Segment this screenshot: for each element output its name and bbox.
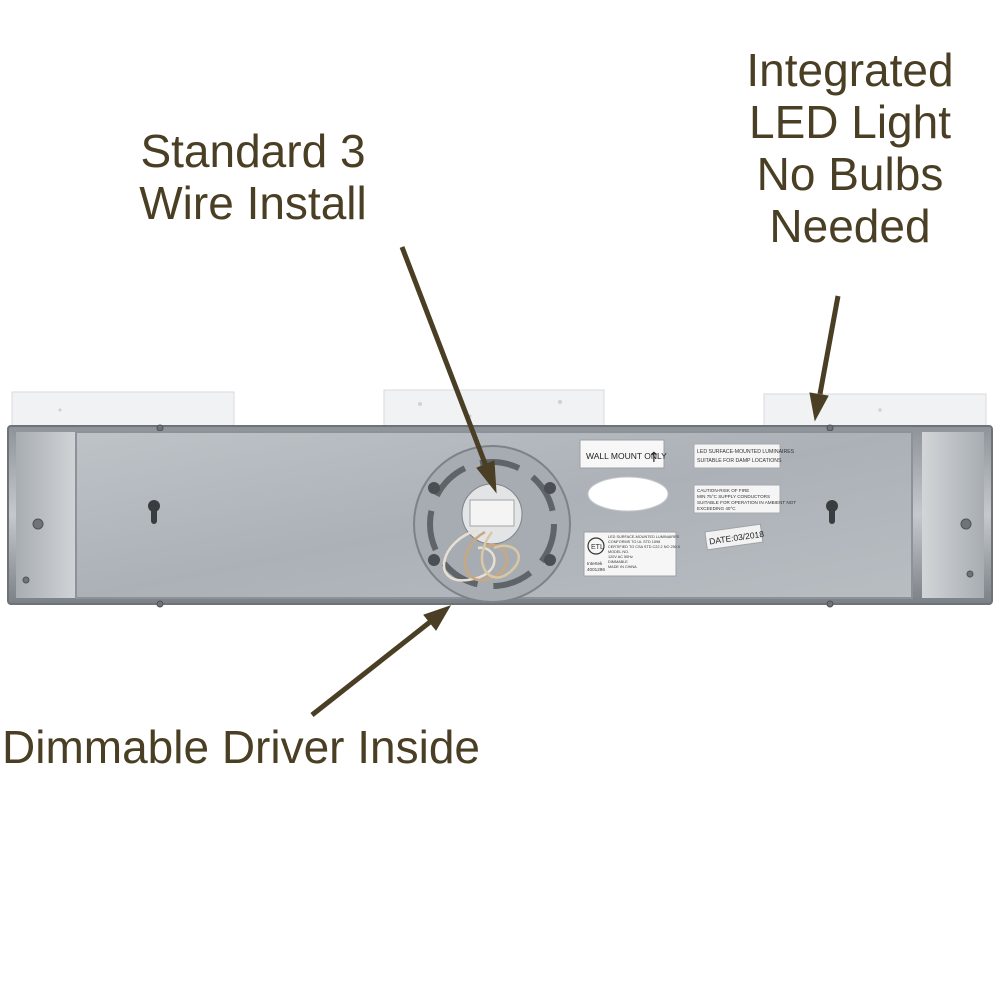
- svg-text:WALL MOUNT ONLY: WALL MOUNT ONLY: [586, 451, 667, 461]
- arrow-standard-wire-head: [476, 460, 497, 494]
- svg-text:↑: ↑: [648, 450, 660, 466]
- caution-label: CAUTION-RISK OF FIRE MIN 75°C SUPPLY CON…: [693, 484, 796, 514]
- junction-box-ring: [413, 445, 571, 603]
- wires: [442, 528, 520, 582]
- svg-text:Intertek: Intertek: [587, 561, 603, 566]
- svg-text:CAUTION-RISK OF FIRE: CAUTION-RISK OF FIRE: [697, 488, 749, 493]
- spec-label: ETL Intertek 4001296 LED SURFACE-MOUNTED…: [583, 531, 680, 577]
- arrow-standard-wire: [399, 246, 489, 467]
- damp-location-label: LED SURFACE-MOUNTED LUMINAIRES SUITABLE …: [693, 443, 795, 469]
- callout-standard-wire: Standard 3 Wire Install: [98, 125, 408, 230]
- diffuser-tabs: [11, 389, 987, 431]
- svg-text:LED SURFACE-MOUNTED LUMINAIRES: LED SURFACE-MOUNTED LUMINAIRES: [608, 535, 680, 539]
- frame-screws: [22, 424, 974, 608]
- wall-mount-label: WALL MOUNT ONLY ↑: [579, 439, 667, 469]
- svg-text:CONFORMS TO UL STD 1598: CONFORMS TO UL STD 1598: [608, 540, 660, 544]
- svg-text:120V AC 50Hz: 120V AC 50Hz: [608, 555, 633, 559]
- svg-text:ETL: ETL: [591, 544, 604, 551]
- svg-text:EXCEEDING 40°C: EXCEEDING 40°C: [697, 506, 736, 511]
- callout-standard-wire-line1: Standard 3: [140, 125, 366, 177]
- etl-mark-icon: [587, 537, 605, 555]
- callout-arrows: [310, 246, 841, 717]
- callout-integrated-led-line1: Integrated: [746, 44, 954, 96]
- svg-text:MADE IN CHINA: MADE IN CHINA: [608, 565, 637, 569]
- callout-integrated-led-line2: LED Light: [748, 95, 951, 148]
- callout-standard-wire-line2: Wire Install: [139, 176, 367, 229]
- svg-text:MIN 75°C SUPPLY CONDUCTORS: MIN 75°C SUPPLY CONDUCTORS: [697, 494, 770, 499]
- svg-text:SUITABLE FOR OPERATION IN AMBI: SUITABLE FOR OPERATION IN AMBIENT NOT: [697, 500, 796, 505]
- keyhole-slots: [148, 500, 838, 524]
- svg-text:DIMMABLE: DIMMABLE: [608, 560, 628, 564]
- arrow-integrated-led: [817, 295, 841, 395]
- date-stamp: DATE:03/2018: [704, 523, 765, 551]
- arrow-integrated-led-head: [809, 392, 829, 422]
- svg-text:SUITABLE FOR DAMP LOCATIONS: SUITABLE FOR DAMP LOCATIONS: [697, 458, 782, 464]
- arrow-dimmable-driver: [310, 620, 432, 717]
- callout-dimmable-driver-line1: Dimmable Driver Inside: [2, 721, 481, 773]
- callout-integrated-led-line4: Needed: [769, 199, 931, 252]
- svg-text:CERTIFIED TO CSA STD C22.2 NO: CERTIFIED TO CSA STD C22.2 NO 250.0: [608, 545, 680, 549]
- callout-integrated-led: Integrated LED Light No Bulbs Needed: [710, 44, 990, 253]
- knockout-oval: [587, 476, 669, 512]
- svg-text:LED SURFACE-MOUNTED LUMINAIRES: LED SURFACE-MOUNTED LUMINAIRES: [697, 449, 795, 455]
- callout-integrated-led-line3: No Bulbs: [756, 147, 944, 200]
- svg-text:MODEL NO.: MODEL NO.: [608, 550, 629, 554]
- callout-dimmable-driver: Dimmable Driver Inside: [2, 721, 542, 774]
- svg-text:4001296: 4001296: [587, 567, 605, 572]
- arrow-dimmable-driver-head: [423, 605, 452, 631]
